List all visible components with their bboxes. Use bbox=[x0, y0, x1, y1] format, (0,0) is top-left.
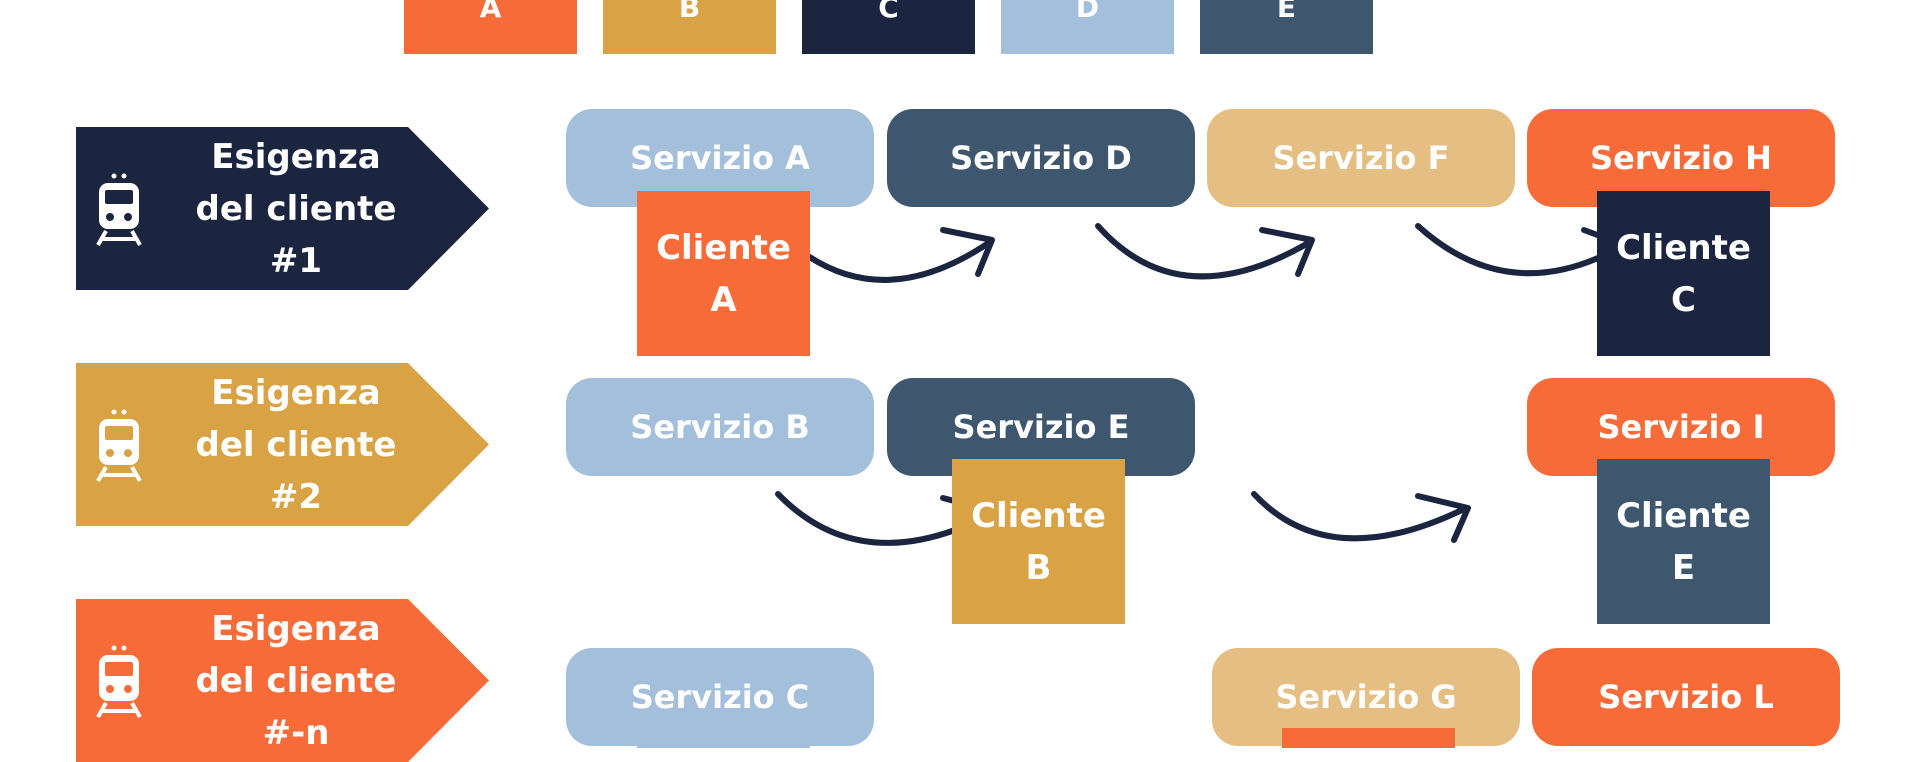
train-icon bbox=[96, 409, 142, 482]
service-b: Servizio B bbox=[566, 378, 874, 476]
service-d: Servizio D bbox=[887, 109, 1195, 207]
service-a: Servizio A bbox=[566, 109, 874, 207]
need-label-n: Esigenza del cliente #-n bbox=[195, 608, 397, 753]
arrow-f-to-h bbox=[1415, 223, 1601, 277]
arrowhead-e-to-i bbox=[1415, 493, 1471, 543]
train-icon bbox=[96, 645, 142, 718]
arrow-b-to-e bbox=[775, 491, 958, 546]
arrow-a-to-d bbox=[805, 239, 993, 283]
cropped-tile-bottom-left bbox=[637, 738, 810, 748]
cropped-tile-bottom-center bbox=[1282, 728, 1455, 748]
arrow-d-to-f bbox=[1095, 223, 1313, 280]
legend-tile-b: B bbox=[603, 0, 776, 54]
service-c: Servizio C bbox=[566, 648, 874, 746]
arrowhead-d-to-f bbox=[1259, 227, 1315, 277]
need-banner-n: Esigenza del cliente #-n bbox=[76, 599, 489, 762]
service-h: Servizio H bbox=[1527, 109, 1835, 207]
client-c: Cliente C bbox=[1597, 191, 1770, 356]
need-label-2: Esigenza del cliente #2 bbox=[195, 372, 397, 517]
service-l: Servizio L bbox=[1532, 648, 1840, 746]
arrowhead-a-to-d bbox=[940, 227, 995, 277]
need-banner-2: Esigenza del cliente #2 bbox=[76, 363, 489, 526]
client-a: Cliente A bbox=[637, 191, 810, 356]
legend-tile-c: C bbox=[802, 0, 975, 54]
need-banner-1: Esigenza del cliente #1 bbox=[76, 127, 489, 290]
client-e: Cliente E bbox=[1597, 459, 1770, 624]
client-b: Cliente B bbox=[952, 459, 1125, 624]
service-g: Servizio G bbox=[1212, 648, 1520, 746]
service-f: Servizio F bbox=[1207, 109, 1515, 207]
arrow-e-to-i bbox=[1251, 491, 1469, 542]
legend-tile-e: E bbox=[1200, 0, 1373, 54]
need-label-1: Esigenza del cliente #1 bbox=[195, 136, 397, 281]
legend-tile-d: D bbox=[1001, 0, 1174, 54]
train-icon bbox=[96, 173, 142, 246]
service-i: Servizio I bbox=[1527, 378, 1835, 476]
legend-tile-a: A bbox=[404, 0, 577, 54]
